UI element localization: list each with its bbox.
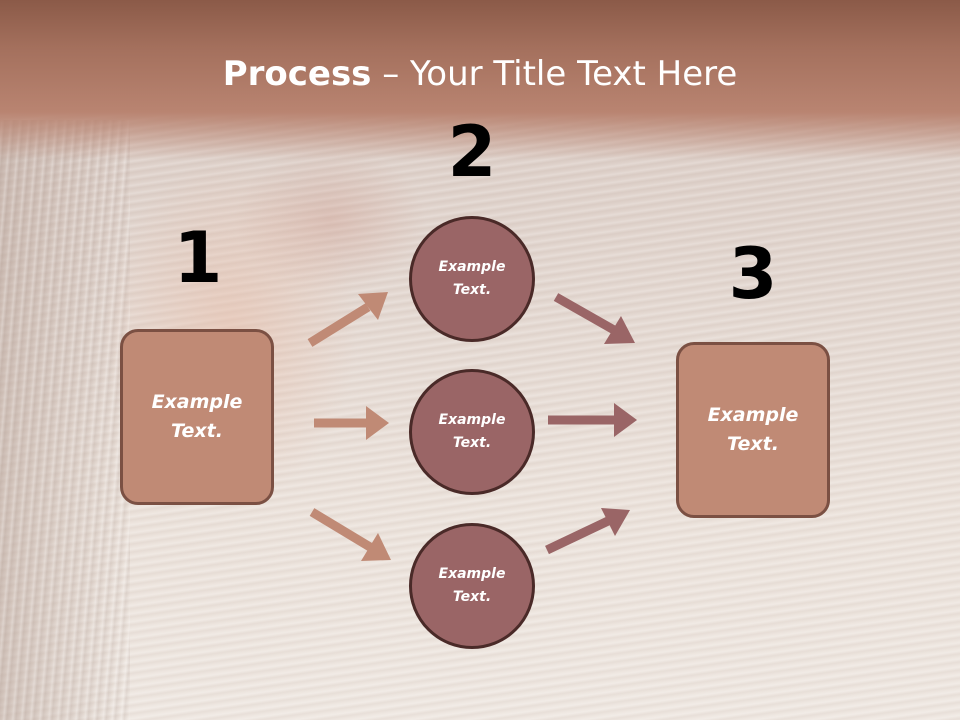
circle-bottom-text: Example Text. — [438, 566, 506, 605]
arrow-circle-top-to-box3 — [553, 293, 635, 344]
step-number-1: 1 — [173, 217, 223, 299]
title-regular-part: – Your Title Text Here — [371, 54, 738, 94]
step-3-box-text: Example Text. — [707, 404, 799, 455]
background-hair-image — [0, 120, 130, 720]
step-3-box: Example Text. — [676, 342, 830, 518]
arrow-circle-bottom-to-box3 — [545, 508, 630, 555]
circle-top-text: Example Text. — [438, 259, 506, 298]
step-2-circle-top: Example Text. — [409, 216, 535, 342]
arrow-circle-middle-to-box3 — [548, 403, 637, 437]
step-2-circle-middle: Example Text. — [409, 369, 535, 495]
title-bold-part: Process — [222, 54, 372, 94]
arrow-box1-to-circle-bottom — [309, 508, 391, 561]
arrow-box1-to-circle-top — [307, 292, 388, 347]
slide-title: Process – Your Title Text Here — [0, 52, 960, 96]
arrow-box1-to-circle-middle — [314, 406, 389, 440]
circle-middle-text: Example Text. — [438, 412, 506, 451]
step-number-3: 3 — [728, 233, 778, 315]
step-1-box-text: Example Text. — [151, 391, 243, 442]
title-band — [0, 0, 960, 160]
step-1-box: Example Text. — [120, 329, 274, 505]
step-number-2: 2 — [447, 111, 497, 193]
step-2-circle-bottom: Example Text. — [409, 523, 535, 649]
